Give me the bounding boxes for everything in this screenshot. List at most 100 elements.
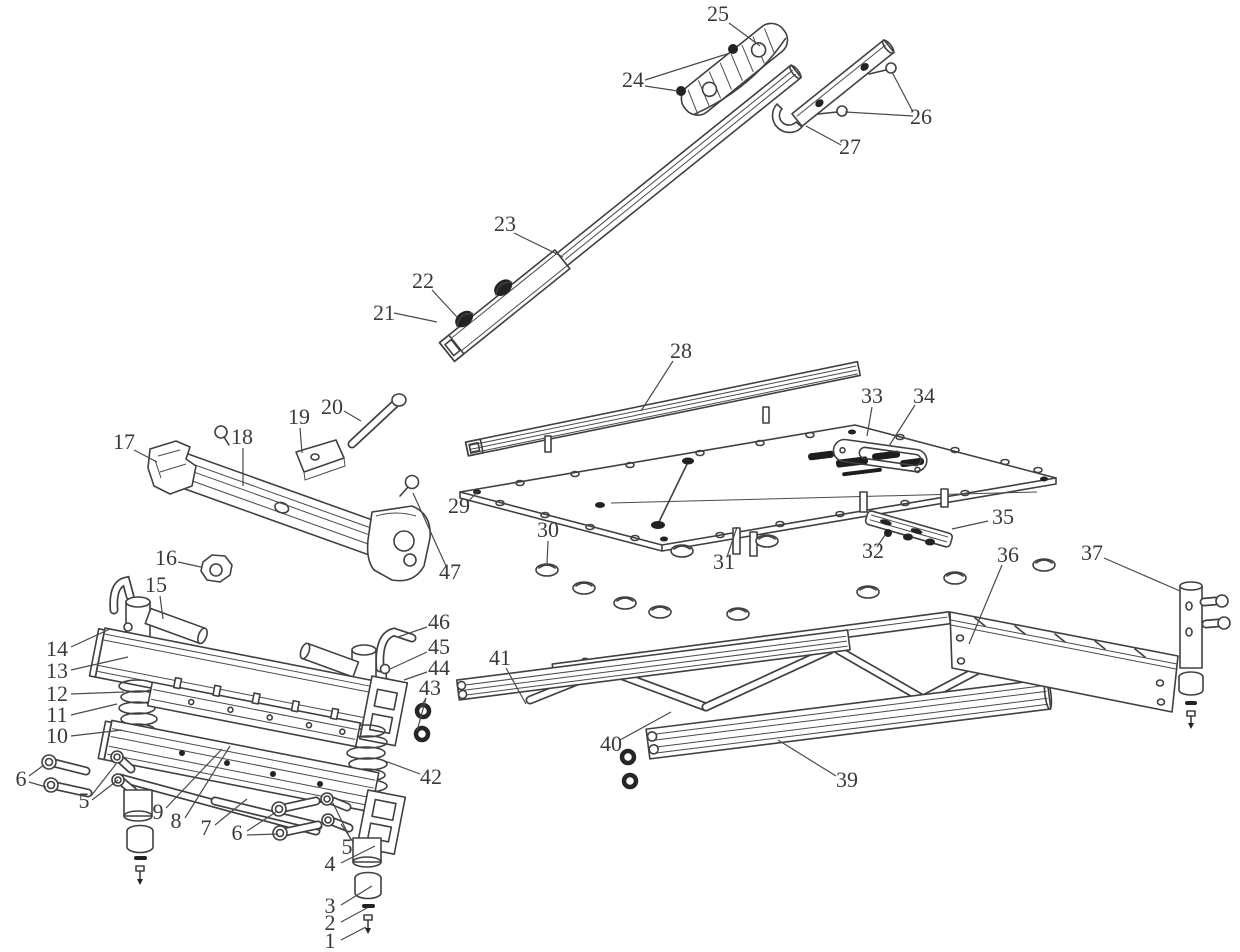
table-feet (535, 534, 1056, 621)
handle-assembly (438, 22, 897, 363)
part-label-4: 4 (325, 851, 336, 876)
leader-line-37 (1103, 557, 1181, 592)
leader-line-19 (299, 427, 303, 454)
part-label-15: 15 (145, 572, 167, 597)
part-label-6: 6 (232, 820, 243, 845)
hook-46 (375, 627, 417, 673)
leader-line-29 (466, 490, 479, 504)
leader-line-6 (28, 764, 45, 777)
part-label-17: 17 (113, 429, 135, 454)
part-label-20: 20 (321, 394, 343, 419)
part-label-37: 37 (1081, 540, 1103, 565)
part-label-9: 9 (153, 799, 164, 824)
leader-line-42 (384, 760, 421, 775)
part-label-35: 35 (992, 504, 1014, 529)
part-label-11: 11 (46, 702, 67, 727)
right-leg-foot (352, 837, 382, 934)
leader-line-25 (728, 22, 761, 47)
part-label-32: 32 (862, 538, 884, 563)
leader-line-26 (844, 111, 914, 117)
leader-line-14 (70, 628, 111, 648)
leader-line-27 (805, 125, 842, 146)
nuts-43 (413, 702, 432, 743)
leader-line-32 (876, 534, 886, 548)
part-label-27: 27 (839, 134, 861, 159)
cross-tube-7 (115, 773, 323, 836)
part-label-7: 7 (201, 815, 212, 840)
left-leg-foot (123, 789, 154, 885)
part-label-28: 28 (670, 338, 692, 363)
part-label-34: 34 (913, 383, 935, 408)
part-label-8: 8 (171, 808, 182, 833)
part-label-2: 2 (325, 910, 336, 935)
roller-assembly (147, 393, 431, 583)
leader-line-43 (416, 697, 427, 732)
leader-line-20 (343, 410, 362, 422)
part-label-31: 31 (713, 549, 735, 574)
part-label-5: 5 (79, 788, 90, 813)
hook-14 (109, 575, 135, 615)
part-label-43: 43 (419, 675, 441, 700)
part-label-14: 14 (46, 636, 68, 661)
leader-line-30 (546, 540, 549, 565)
leader-line-9 (165, 748, 223, 809)
leader-line-23 (513, 232, 564, 258)
leader-line-34 (888, 404, 916, 447)
leader-line-39 (777, 739, 837, 777)
part-label-36: 36 (997, 542, 1019, 567)
leader-line-36 (968, 564, 1003, 645)
part-label-29: 29 (448, 493, 470, 518)
part-label-24: 24 (622, 67, 644, 92)
folding-stand-assembly (41, 575, 432, 934)
post-foot-set (1178, 671, 1204, 729)
leader-line-5 (340, 823, 354, 843)
leader-line-45 (389, 651, 428, 670)
part-label-21: 21 (373, 300, 395, 325)
part-label-42: 42 (420, 764, 442, 789)
part-label-25: 25 (707, 1, 729, 26)
part-label-30: 30 (537, 517, 559, 542)
part-label-12: 12 (46, 681, 68, 706)
leader-line-1 (340, 926, 367, 941)
part-label-44: 44 (428, 655, 450, 680)
leader-line-46 (397, 626, 428, 638)
leader-line-11 (70, 703, 118, 716)
leader-line-13 (70, 656, 129, 671)
part-label-13: 13 (46, 658, 68, 683)
leader-line-8 (184, 745, 231, 819)
part-label-39: 39 (836, 767, 858, 792)
part-label-3: 3 (325, 893, 336, 918)
leader-line-3 (340, 885, 373, 906)
leader-line-16 (177, 561, 202, 568)
part-label-6: 6 (16, 766, 27, 791)
bolt-20 (347, 393, 407, 449)
leader-line-28 (640, 360, 674, 412)
leader-line-33 (866, 406, 873, 437)
part-label-41: 41 (489, 645, 511, 670)
leader-line-40 (619, 711, 672, 741)
leader-line-31 (726, 526, 738, 558)
leader-line-17 (133, 449, 158, 463)
bolt-pair-26 (817, 62, 897, 117)
table-plate-assembly (459, 360, 1057, 621)
post-37 (1179, 581, 1231, 669)
part-label-16: 16 (155, 545, 177, 570)
leader-line-7 (214, 798, 248, 826)
leader-line-6 (28, 781, 47, 788)
plate-holes (495, 431, 1043, 542)
leader-line-5 (90, 763, 117, 797)
leader-line-41 (505, 667, 527, 705)
nut-16 (200, 554, 233, 583)
bolts-5-right (320, 792, 354, 833)
leader-line-4 (340, 845, 376, 864)
part-label-45: 45 (428, 634, 450, 659)
part-label-23: 23 (494, 211, 516, 236)
part-label-26: 26 (910, 104, 932, 129)
leader-line-26 (891, 71, 914, 113)
leader-line-21 (393, 312, 438, 323)
leader-line-47 (412, 492, 447, 567)
part-label-33: 33 (861, 383, 883, 408)
part-label-18: 18 (231, 424, 253, 449)
